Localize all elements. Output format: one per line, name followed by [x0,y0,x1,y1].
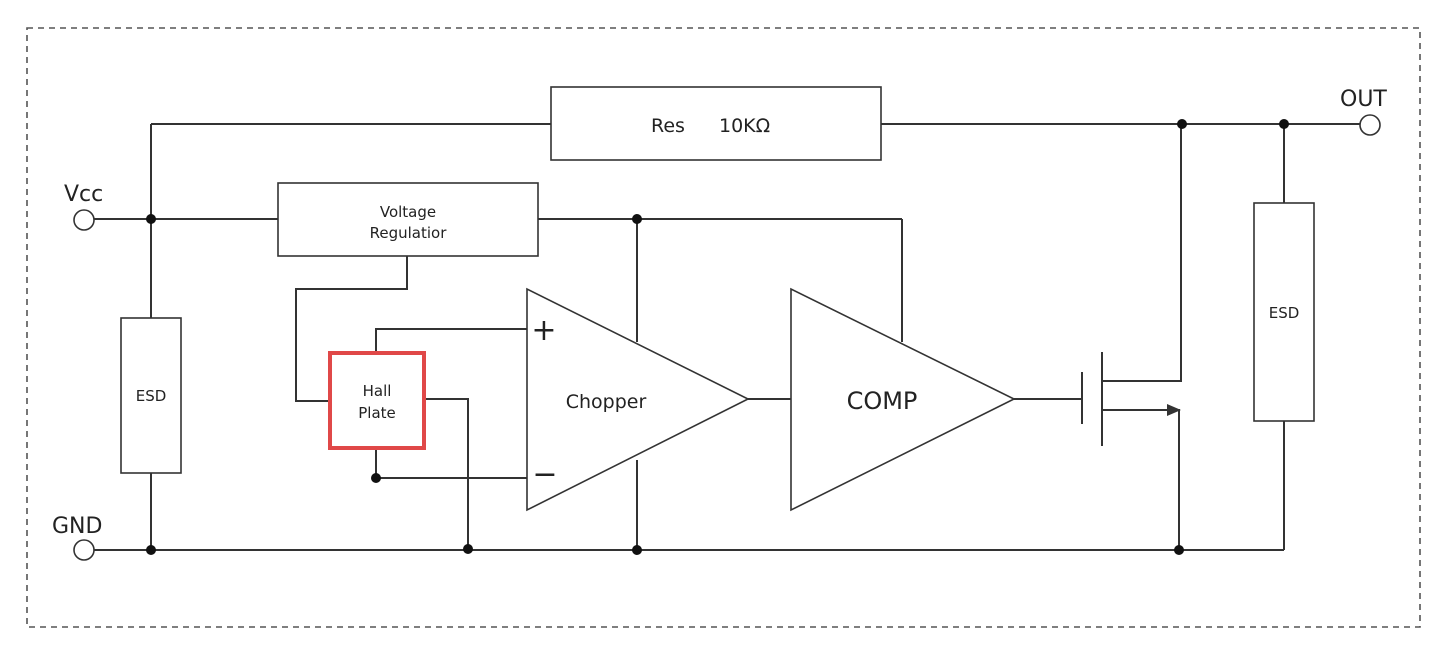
junction-dots [146,119,1289,555]
junction-gnd-chopper [632,545,642,555]
voltage-regulator-block: Voltage Regulatior [277,182,539,257]
resistor-value-label: 10KΩ [719,115,770,137]
junction-gnd-source [1174,545,1184,555]
wire-hall-to-gnd [424,398,469,550]
out-pin-label: OUT [1340,87,1387,112]
resistor-block: Res 10KΩ [550,86,882,161]
hall-plate-label-line2: Plate [358,404,396,422]
mosfet-source-arrow [1167,404,1181,416]
chopper-amplifier: Chopper + − [526,287,750,512]
junction-hall-bottom [371,473,381,483]
vcc-pin-label: Vcc [64,182,103,207]
gnd-pin-label: GND [52,514,102,539]
comparator-triangle [790,287,1016,512]
diagram-dashed-border [26,27,1421,628]
terminal-pins: Vcc GND OUT [52,87,1387,561]
voltage-regulator-box [277,182,539,257]
wire-source [1102,409,1180,550]
wire-regulator-to-hall [295,256,408,402]
hall-plate-box [328,351,426,450]
junction-gnd-left [146,545,156,555]
vcc-pin-icon [73,209,95,231]
voltage-regulator-label-line2: Regulatior [370,224,448,242]
hall-plate-block: Hall Plate [328,351,426,450]
chopper-label: Chopper [566,391,647,413]
wire-hall-to-plus [375,328,527,353]
voltage-regulator-label-line1: Voltage [380,203,436,221]
wire-hall-to-minus [375,448,527,479]
esd-right-box [1253,202,1315,422]
out-pin-icon [1359,114,1381,136]
wire-drain [1102,124,1182,382]
resistor-box [550,86,882,161]
esd-right-label: ESD [1269,304,1300,322]
chopper-triangle [526,287,750,512]
mosfet-transistor [1081,352,1181,446]
junction-regulator-out [632,214,642,224]
chopper-minus-sign: − [532,457,557,492]
junction-out-esd [1279,119,1289,129]
esd-right-block: ESD [1253,202,1315,422]
esd-left-label: ESD [136,387,167,405]
gnd-pin-icon [73,539,95,561]
junction-out-drain [1177,119,1187,129]
hall-plate-label-line1: Hall [363,382,392,400]
chopper-plus-sign: + [531,313,556,348]
comparator: COMP [790,287,1016,512]
resistor-name-label: Res [651,115,685,137]
comparator-label: COMP [847,387,918,415]
esd-left-box [120,317,182,474]
junction-vcc [146,214,156,224]
junction-gnd-hall [463,544,473,554]
esd-left-block: ESD [120,317,182,474]
